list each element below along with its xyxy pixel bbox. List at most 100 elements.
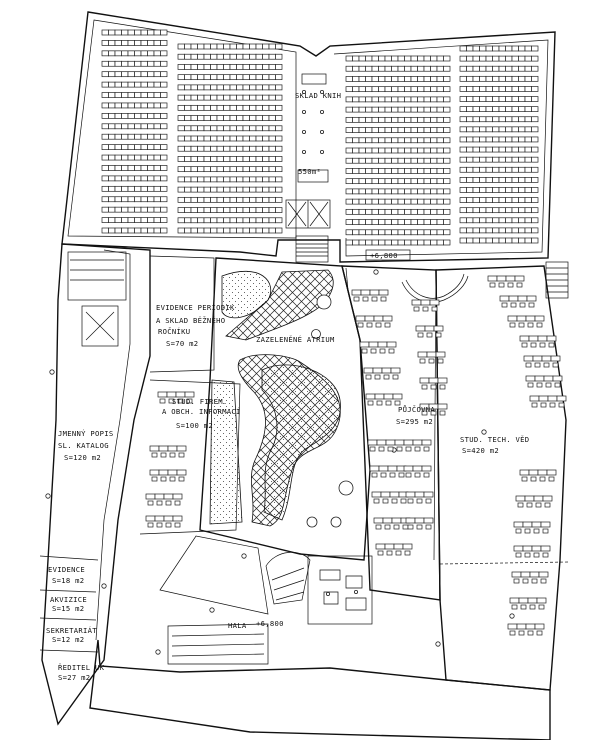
label-hall: HALA — [228, 621, 247, 630]
shelf-row — [101, 92, 168, 98]
shelf-row — [459, 126, 539, 133]
reading-desk-group — [519, 469, 557, 482]
reading-desk-groups — [145, 275, 567, 636]
shelf-row — [345, 239, 451, 246]
shelf-row — [345, 198, 451, 205]
label-company-1: STUD. FIREM. — [172, 397, 228, 406]
reading-desk-group — [157, 391, 195, 404]
shelf-row — [459, 146, 539, 153]
reading-desk-group — [487, 275, 525, 288]
label-company-2: A OBCH. INFORMACÍ — [162, 407, 241, 416]
reading-desk-group — [509, 597, 547, 610]
shelf-row — [177, 145, 283, 152]
shelf-row — [177, 104, 283, 111]
shelf-row — [345, 127, 451, 133]
shelf-row — [101, 144, 168, 150]
reading-desk-group — [355, 315, 393, 328]
shelf-row — [459, 116, 539, 123]
shelf-row — [177, 166, 283, 173]
reading-desk-group — [507, 623, 545, 636]
shelf-row — [459, 55, 539, 62]
reading-desk-group — [419, 377, 448, 390]
entrance-hall — [89, 535, 551, 740]
shelf-row — [177, 186, 283, 193]
label-book-stack-area: 550m² — [298, 167, 321, 176]
shelf-row — [345, 178, 451, 185]
reading-desk-group — [403, 439, 432, 452]
reading-desk-group — [403, 465, 432, 478]
shelf-row — [345, 116, 451, 123]
shelf-row — [459, 187, 539, 193]
reading-desk-group — [507, 315, 545, 328]
shelf-row — [459, 207, 539, 214]
shelf-row — [101, 175, 168, 182]
reading-desk-group — [371, 491, 409, 504]
shelf-row — [101, 185, 168, 192]
reading-desk-group — [149, 445, 187, 458]
shelf-row — [345, 86, 451, 93]
shelf-row — [177, 176, 283, 183]
shelf-row — [459, 106, 539, 112]
label-secretariat: SEKRETARIÁT — [46, 626, 97, 635]
shelf-row — [177, 125, 283, 132]
label-periodicals-1: EVIDENCE PERIODIK — [156, 303, 235, 312]
shelf-row — [177, 43, 283, 50]
shelf-row — [101, 133, 168, 140]
shelf-row — [459, 96, 539, 102]
shelf-row — [177, 227, 283, 234]
shelf-row — [459, 45, 539, 52]
shelf-row — [345, 55, 451, 62]
shelf-row — [177, 53, 283, 60]
shelf-row — [345, 147, 451, 154]
shelf-row — [101, 60, 168, 67]
reading-desk-group — [363, 367, 401, 380]
shelf-row — [101, 40, 168, 46]
reading-desk-group — [405, 491, 434, 504]
label-evidence-area: S=18 m2 — [52, 576, 84, 585]
reading-desk-group — [523, 355, 561, 368]
label-periodicals-area: S=70 m2 — [166, 339, 198, 348]
shelf-row — [177, 74, 283, 81]
label-catalog-2: SL. KATALOG — [58, 441, 109, 450]
label-company-area: S=100 m2 — [176, 421, 213, 430]
shelf-row — [101, 81, 168, 88]
label-lending: PŮJČOVNA — [398, 405, 435, 414]
shelf-row — [459, 156, 539, 163]
east-wings — [341, 261, 569, 691]
label-acquisitions-area: S=15 m2 — [52, 604, 84, 613]
label-tech-study-area: S=420 m2 — [462, 446, 499, 455]
label-director-area: S=27 m2 — [58, 673, 90, 682]
reading-desk-group — [415, 325, 444, 338]
shelf-row — [345, 65, 451, 72]
reading-desk-group — [417, 351, 446, 364]
reading-desk-group — [499, 295, 537, 308]
label-tech-study: STUD. TECH. VĚD — [460, 435, 529, 444]
shelf-row — [459, 197, 539, 203]
shelf-row — [101, 227, 168, 234]
shelf-row — [101, 29, 168, 36]
reading-desk-group — [373, 517, 411, 530]
shelf-row — [101, 154, 168, 161]
shelf-row — [101, 71, 168, 78]
shelf-row — [459, 75, 539, 82]
shelf-row — [101, 196, 168, 203]
shelf-row — [345, 96, 451, 103]
shelf-row — [345, 188, 451, 195]
label-periodicals-2: A SKLAD BĚŽNÉHO — [156, 316, 225, 325]
reading-desk-group — [375, 543, 413, 556]
label-lending-area: S=295 m2 — [396, 417, 433, 426]
reading-desk-group — [513, 545, 551, 558]
reading-desk-group — [365, 393, 403, 406]
shelf-row — [101, 123, 168, 130]
book-stack-block — [61, 11, 556, 263]
shelf-row — [345, 229, 451, 236]
reading-desk-group — [351, 289, 389, 302]
shelf-row — [177, 156, 283, 162]
reading-desk-group — [519, 335, 557, 348]
shelf-row — [459, 237, 539, 244]
reading-desk-group — [145, 493, 183, 506]
reading-desk-group — [411, 299, 440, 312]
label-catalog-area: S=120 m2 — [64, 453, 101, 462]
label-evidence: EVIDENCE — [48, 565, 85, 574]
